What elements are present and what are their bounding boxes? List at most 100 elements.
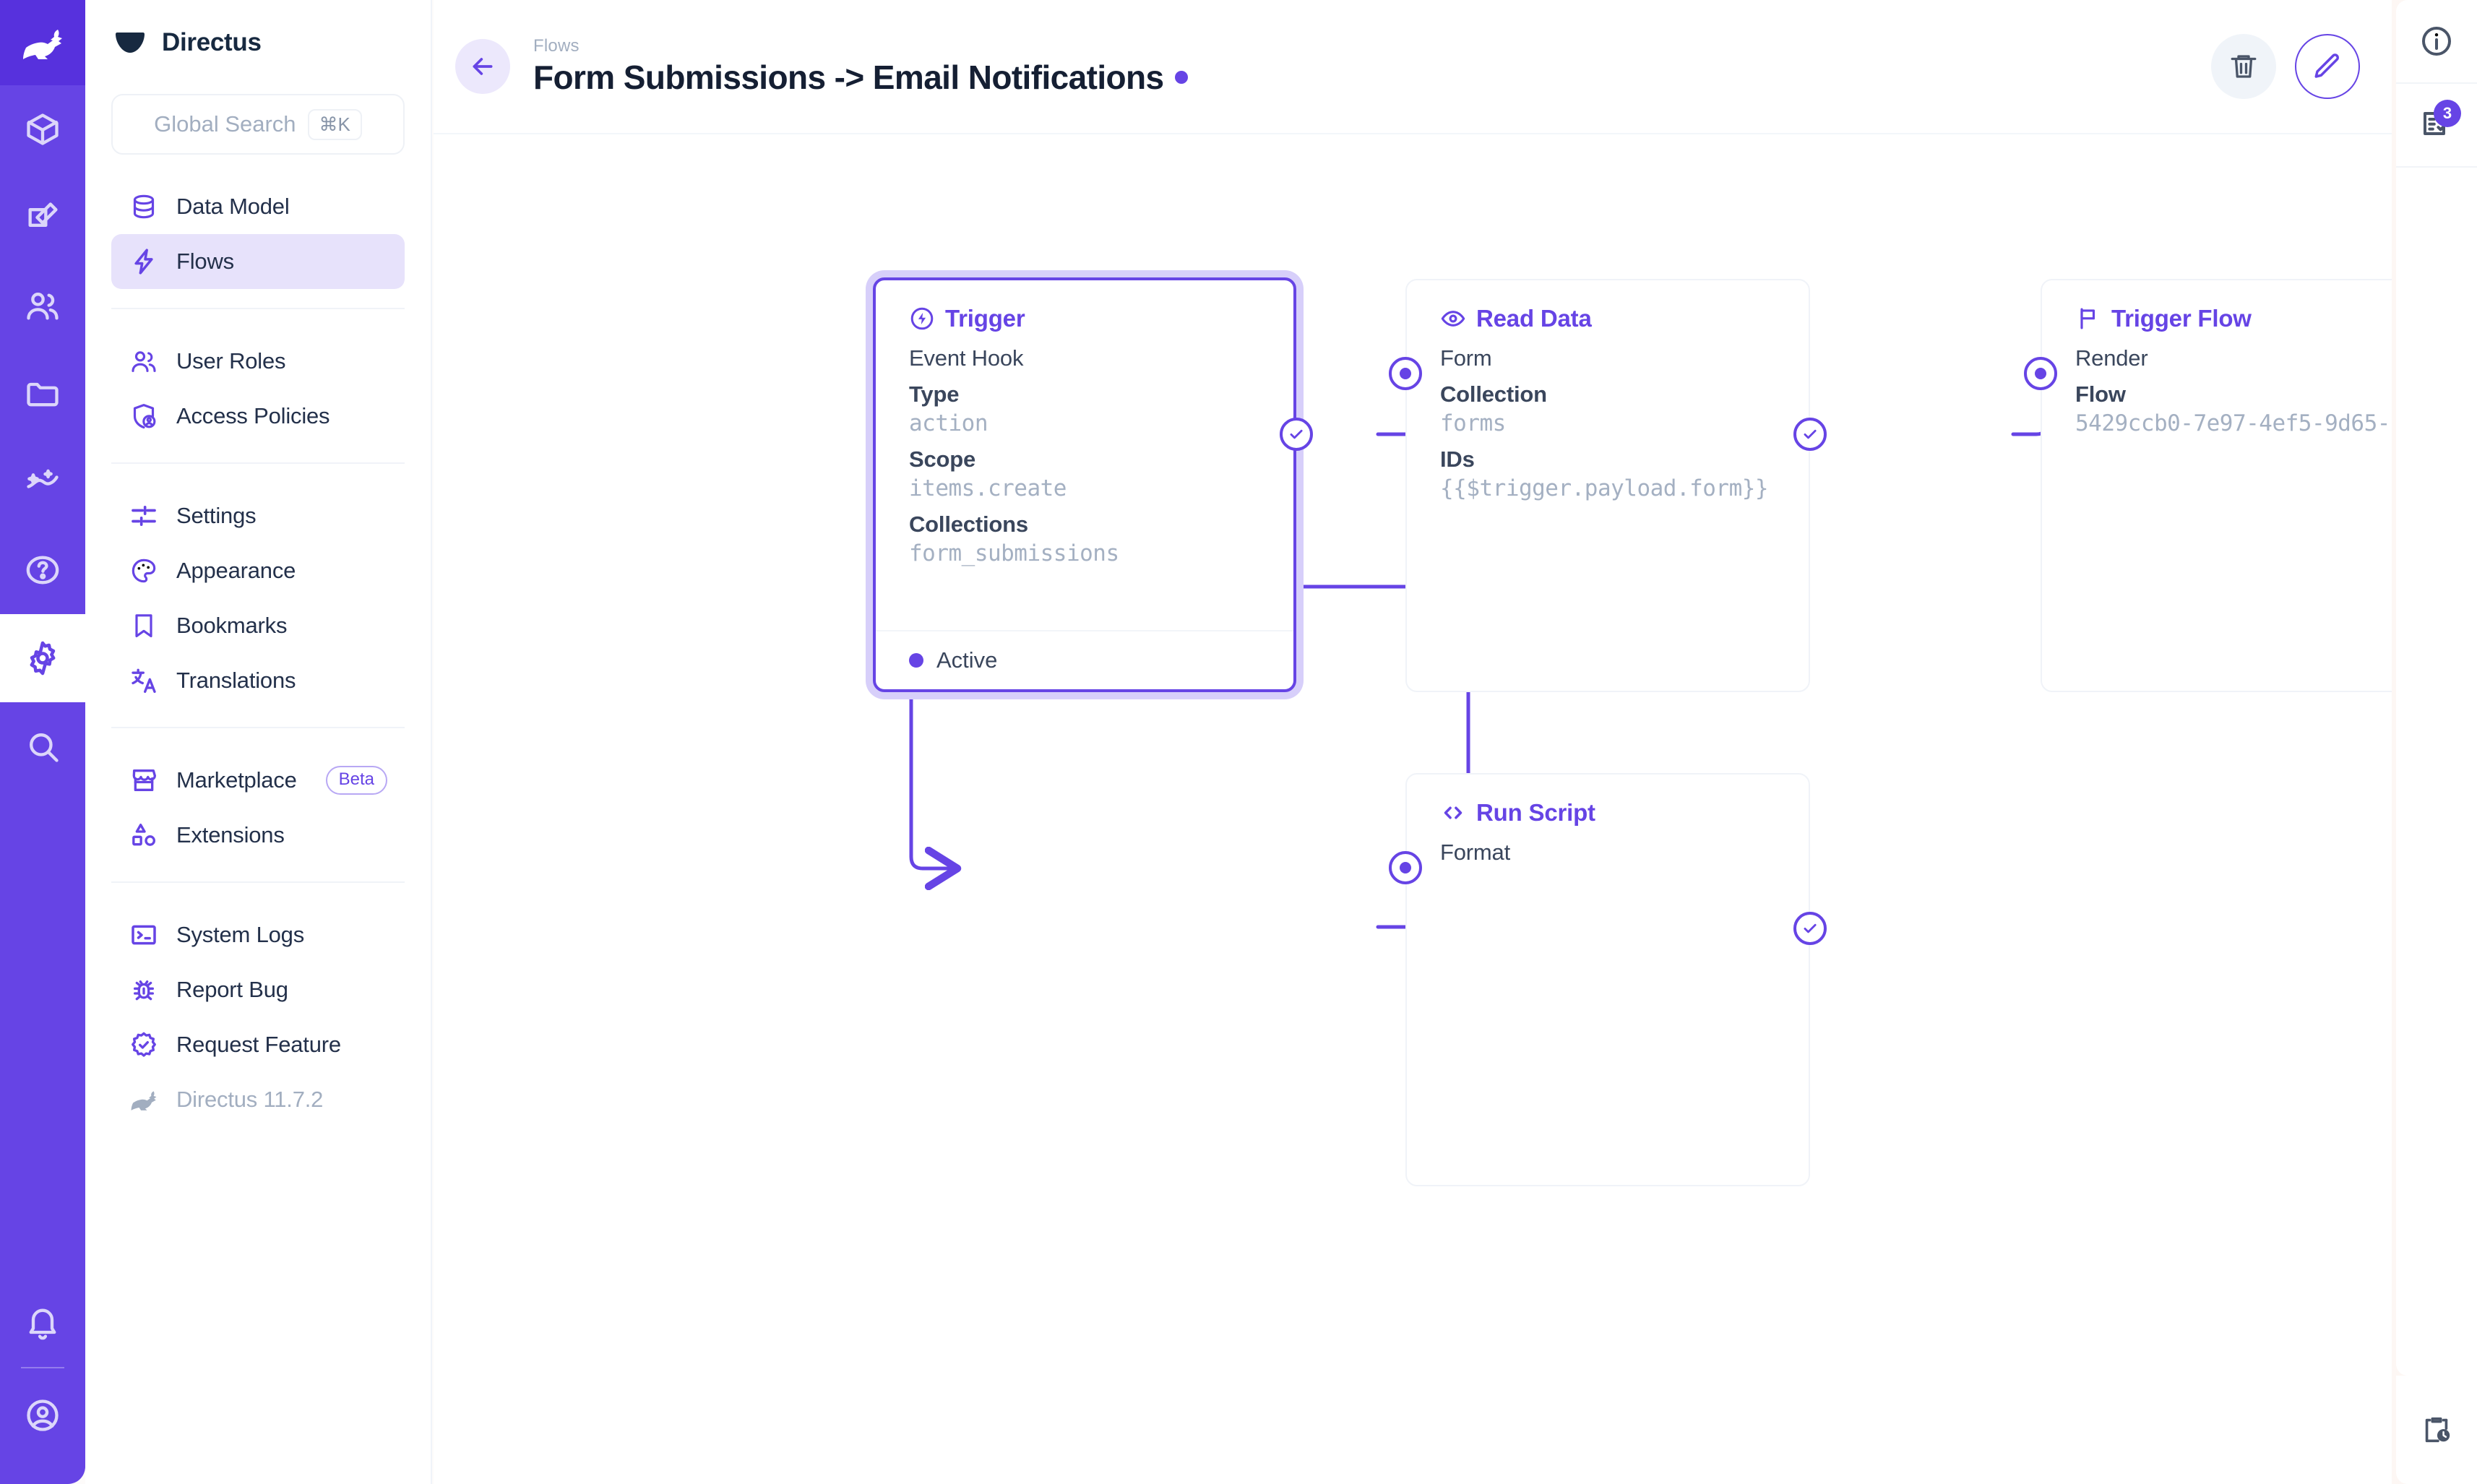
node-title-text: Run Script	[1476, 799, 1595, 826]
rail-docs-module[interactable]	[0, 526, 85, 614]
node-status-label: Active	[936, 647, 998, 673]
directus-logo-button[interactable]	[0, 0, 85, 85]
rail-notifications[interactable]	[0, 1283, 85, 1363]
sidebar-item-data-model[interactable]: Data Model	[111, 179, 405, 234]
page-header: Flows Form Submissions -> Email Notifica…	[434, 0, 2392, 134]
sidebar-divider	[111, 308, 405, 309]
sidebar-divider	[111, 462, 405, 464]
node-input-port-trigger-flow-render[interactable]	[2024, 357, 2057, 390]
node-field-value: action	[909, 410, 988, 436]
right-sidebar: 3	[2392, 0, 2477, 1484]
bug-icon	[129, 975, 159, 1004]
search-input[interactable]: Global Search ⌘K	[111, 94, 405, 155]
bolt-circle-icon	[909, 306, 935, 332]
sidebar-item-flows[interactable]: Flows	[111, 234, 405, 289]
info-sidebar-button[interactable]	[2396, 0, 2477, 84]
directus-rabbit-logo	[20, 26, 65, 59]
title-block: Flows Form Submissions -> Email Notifica…	[533, 36, 1189, 97]
users-icon	[129, 347, 159, 376]
header-actions	[2211, 34, 2392, 99]
magnifier-icon	[24, 728, 61, 765]
node-resolve-port-read-data[interactable]	[1793, 418, 1827, 451]
sidebar-item-label: Report Bug	[176, 977, 288, 1002]
node-input-port-run-script[interactable]	[1389, 851, 1422, 884]
database-icon	[129, 192, 159, 221]
sidebar-item-extensions[interactable]: Extensions	[111, 808, 405, 863]
node-resolve-port-run-script[interactable]	[1793, 912, 1827, 945]
bell-icon	[24, 1304, 61, 1342]
breadcrumb[interactable]: Flows	[533, 36, 580, 56]
rail-editor-module[interactable]	[0, 173, 85, 262]
sidebar-item-label: Directus 11.7.2	[176, 1087, 324, 1112]
flag-icon	[2075, 306, 2101, 332]
sidebar-item-label: Data Model	[176, 194, 290, 219]
users-icon	[24, 287, 61, 324]
check-icon	[1801, 425, 1819, 444]
page-title: Form Submissions -> Email Notifications	[533, 59, 1164, 96]
sidebar-item-label: Flows	[176, 249, 234, 274]
sidebar-item-appearance[interactable]: Appearance	[111, 543, 405, 598]
directus-rabbit-logo	[129, 1085, 159, 1114]
main-area: Flows Form Submissions -> Email Notifica…	[434, 0, 2392, 1484]
sidebar-item-label: Marketplace	[176, 767, 297, 793]
pencil-icon	[2312, 51, 2343, 82]
box-icon	[24, 111, 61, 148]
node-title-text: Read Data	[1476, 305, 1592, 332]
node-field-value: items.create	[909, 475, 1067, 501]
node-field-key: Collection	[1440, 381, 1547, 407]
right-sidebar-filler	[2396, 168, 2477, 1376]
node-resolve-port-trigger[interactable]	[1280, 418, 1313, 451]
node-field-value: form_submissions	[909, 540, 1119, 566]
logs-sidebar-button[interactable]: 3	[2396, 84, 2477, 168]
dot-icon	[1400, 368, 1411, 379]
sidebar-item-user-roles[interactable]: User Roles	[111, 334, 405, 389]
sidebar-item-system-logs[interactable]: System Logs	[111, 907, 405, 962]
node-field-value: 5429ccb0-7e97-4ef5-9d65-2b…	[2075, 410, 2392, 436]
node-title: Trigger	[876, 280, 1293, 332]
logs-count-badge: 3	[2434, 100, 2461, 127]
shapes-icon	[129, 821, 159, 850]
sidebar-item-translations[interactable]: Translations	[111, 653, 405, 708]
activity-sidebar-button[interactable]	[2396, 1376, 2477, 1484]
rail-account[interactable]	[0, 1376, 85, 1455]
user-circle-icon	[24, 1397, 61, 1434]
node-field-key: Collections	[909, 512, 1028, 537]
sidebar-item-settings[interactable]: Settings	[111, 488, 405, 543]
sidebar-item-label: Extensions	[176, 822, 285, 847]
node-title: Trigger Flow	[2042, 280, 2392, 332]
delete-flow-button[interactable]	[2211, 34, 2276, 99]
rail-search-module[interactable]	[0, 702, 85, 790]
sidebar-divider	[111, 881, 405, 883]
node-operation-name: Format	[1440, 840, 1510, 865]
store-icon	[129, 766, 159, 795]
back-button[interactable]	[455, 39, 510, 94]
sidebar-item-label: Appearance	[176, 558, 296, 583]
node-title-text: Trigger	[945, 305, 1025, 332]
palette-icon	[129, 556, 159, 585]
rail-users-module[interactable]	[0, 262, 85, 350]
sidebar-item-report-bug[interactable]: Report Bug	[111, 962, 405, 1017]
sidebar-item-access-policies[interactable]: Access Policies	[111, 389, 405, 444]
node-input-port-read-data[interactable]	[1389, 357, 1422, 390]
node-operation-name: Form	[1440, 345, 1492, 371]
version-label-directus-11-7-2: Directus 11.7.2	[111, 1072, 405, 1127]
rail-settings-module[interactable]	[0, 614, 85, 702]
translate-icon	[129, 666, 159, 695]
sidebar-item-bookmarks[interactable]: Bookmarks	[111, 598, 405, 653]
rail-content-module[interactable]	[0, 85, 85, 173]
rail-insights-module[interactable]	[0, 438, 85, 526]
rail-files-module[interactable]	[0, 350, 85, 438]
module-rail	[0, 0, 85, 1484]
sidebar-divider	[111, 727, 405, 728]
sidebar-item-request-feature[interactable]: Request Feature	[111, 1017, 405, 1072]
search-shortcut-kbd: ⌘K	[307, 108, 362, 140]
edit-flow-button[interactable]	[2295, 34, 2360, 99]
